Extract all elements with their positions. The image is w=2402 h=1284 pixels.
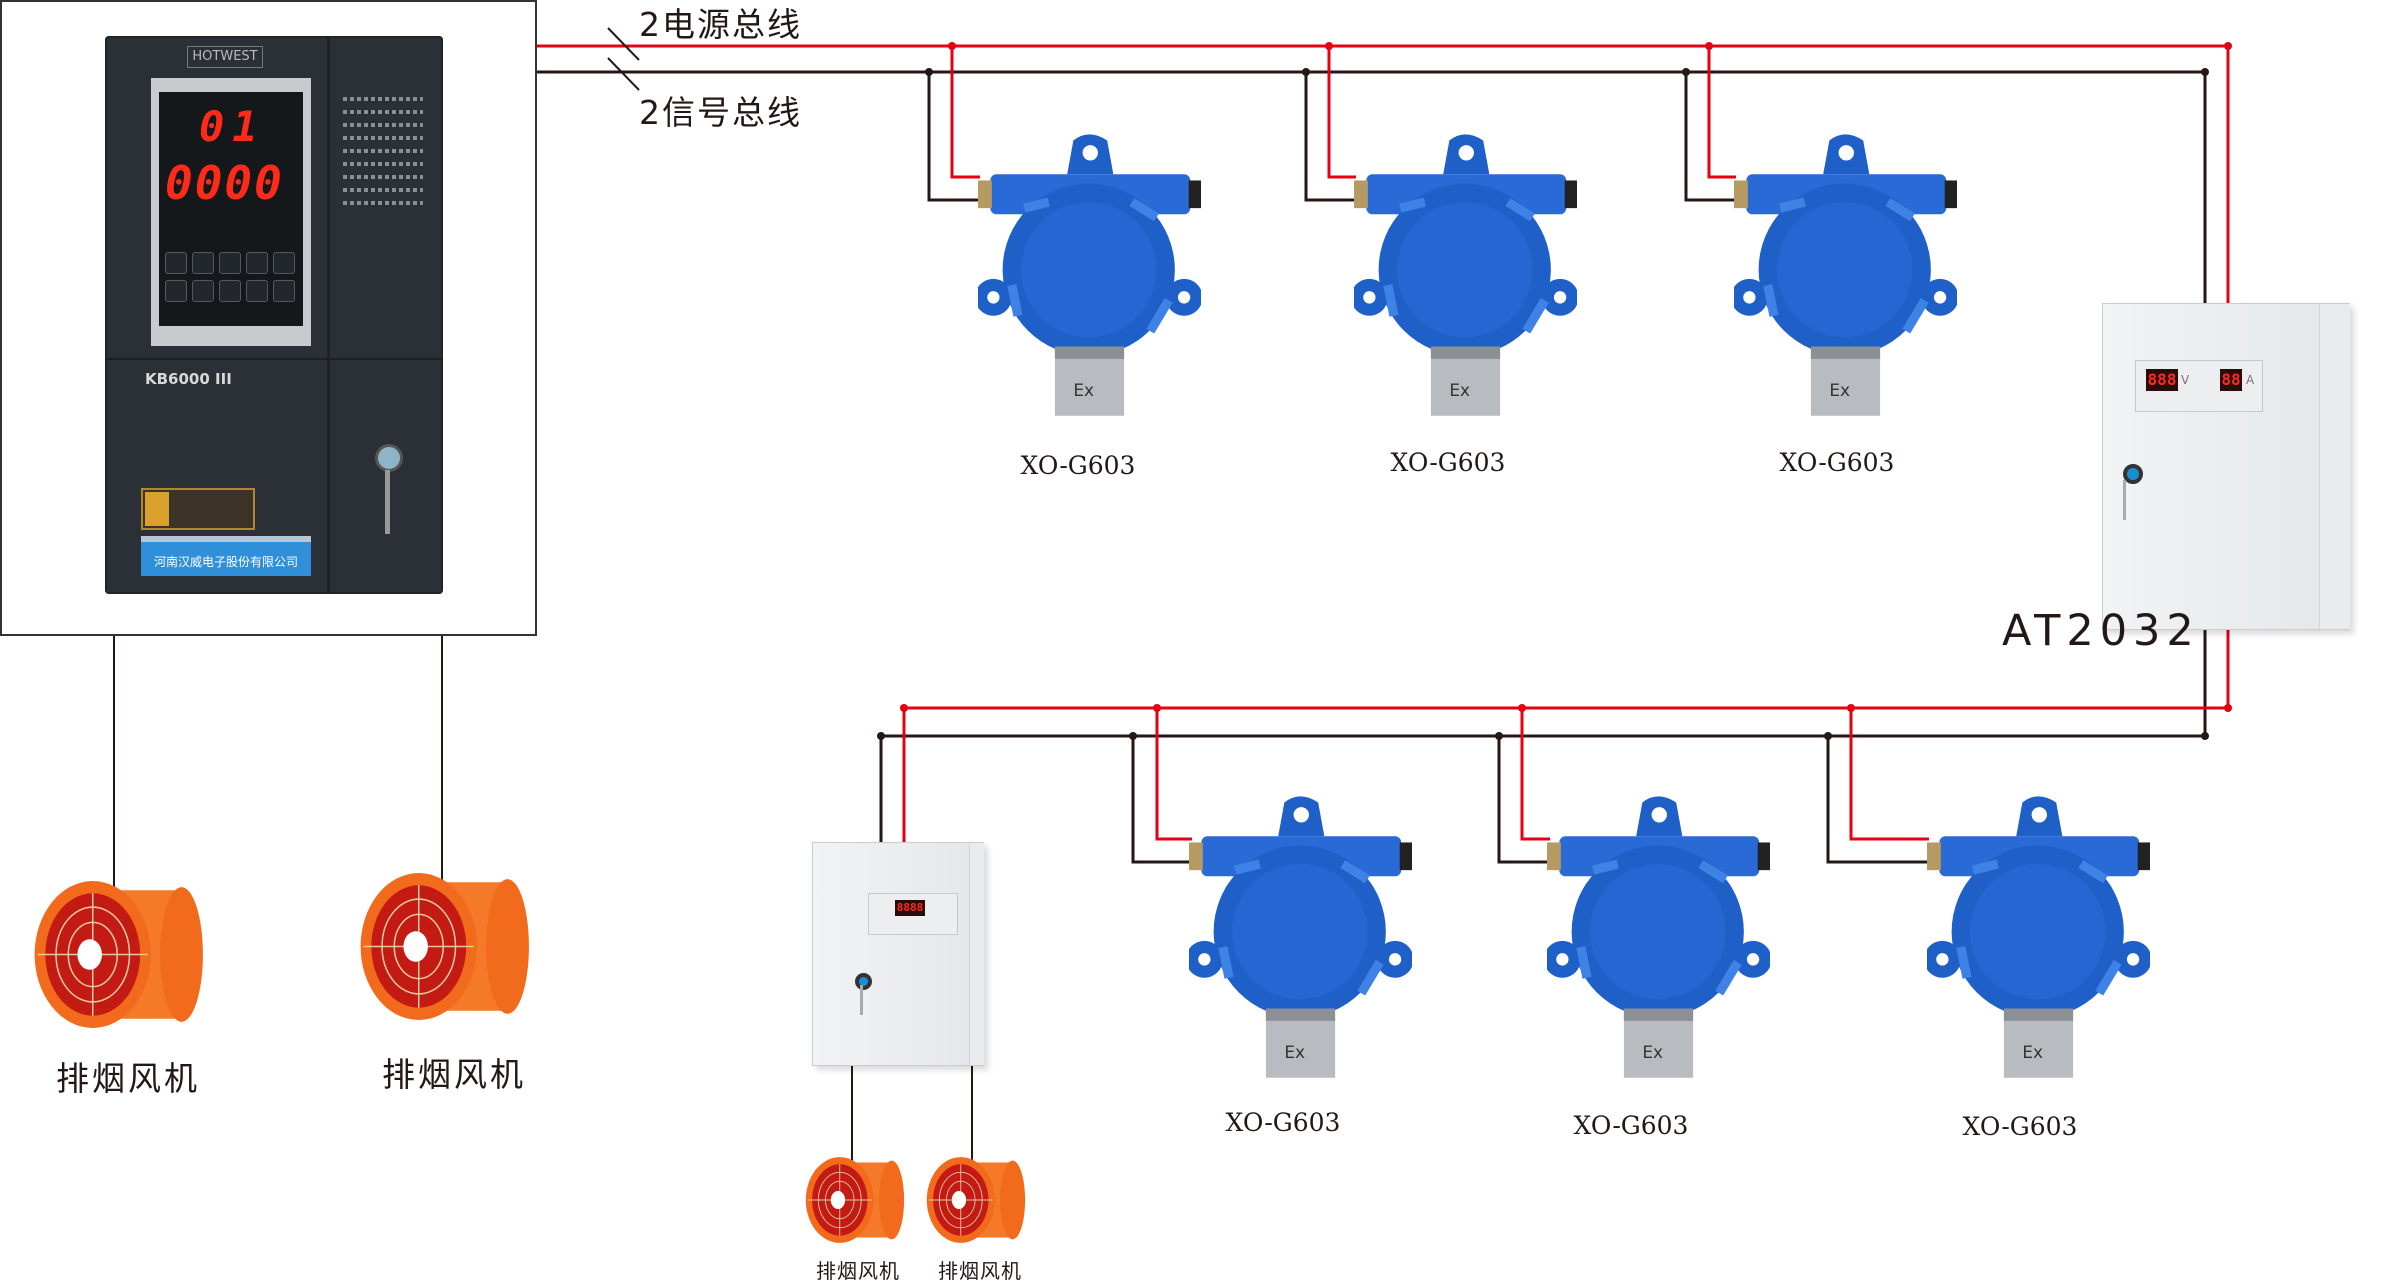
- signal-bus-slash: [607, 57, 640, 91]
- current-display: 88: [2220, 369, 2242, 391]
- detector-model-label: XO-G603: [1020, 451, 1136, 480]
- gas-detector: [975, 134, 1203, 415]
- voltage-display: 888: [2146, 369, 2178, 391]
- display-screen: 01 0000: [159, 92, 303, 326]
- fan-label: 排烟风机: [382, 1055, 526, 1094]
- gas-detector: [1186, 796, 1414, 1077]
- power-bus-label: 2电源总线: [639, 5, 802, 44]
- detector-model-label: XO-G603: [1390, 448, 1506, 477]
- power-bus-slash: [607, 27, 640, 61]
- exhaust-fan: [926, 1156, 1026, 1244]
- box-side: [969, 843, 984, 1065]
- detector-model-label: XO-G603: [1225, 1108, 1341, 1137]
- gas-detector: [1351, 134, 1579, 415]
- brand-logo: HOTWEST: [187, 46, 263, 68]
- key-icon: [2123, 480, 2126, 520]
- gas-detector: [1924, 796, 2152, 1077]
- voltage-unit: V: [2181, 373, 2190, 387]
- detector-model-label: XO-G603: [1573, 1111, 1689, 1140]
- current-unit: A: [2246, 373, 2255, 387]
- box-side: [2319, 304, 2350, 629]
- exhaust-fan: [359, 872, 530, 1021]
- meter-panel: 888 V 88 A: [2135, 360, 2263, 412]
- warning-label: [141, 488, 255, 530]
- value-display: 0000: [165, 156, 284, 210]
- panel-divider: [327, 36, 330, 594]
- channel-display: 01: [199, 102, 266, 151]
- detector-model-label: XO-G603: [1962, 1112, 2078, 1141]
- gas-alarm-controller: HOTWEST 01 0000 KB6000 III 河南汉威电子股份有限公司: [105, 36, 443, 594]
- keypad: [165, 252, 297, 302]
- gas-detector: [1544, 796, 1772, 1077]
- power-supply-box: 888 V 88 A: [2102, 303, 2350, 630]
- controller-frame: [0, 0, 537, 636]
- company-plate: 河南汉威电子股份有限公司: [141, 536, 311, 576]
- meter-panel: 8888: [868, 893, 958, 935]
- key-icon: [860, 985, 863, 1015]
- controller-model: KB6000 III: [145, 370, 232, 388]
- relay-display: 8888: [895, 900, 925, 916]
- lock-icon: [855, 973, 872, 990]
- detector-model-label: XO-G603: [1779, 448, 1895, 477]
- exhaust-fan: [805, 1156, 905, 1244]
- display-panel: 01 0000: [151, 78, 311, 346]
- power-supply-label: AT2032: [2002, 606, 2200, 656]
- door-seam: [105, 358, 443, 360]
- key-icon: [385, 470, 390, 534]
- warning-icon: [145, 492, 169, 526]
- lock-icon: [2123, 464, 2143, 484]
- status-leds: [343, 88, 423, 214]
- relay-control-box: 8888: [812, 842, 984, 1066]
- gas-detector: [1731, 134, 1959, 415]
- fan-label: 排烟风机: [56, 1059, 200, 1098]
- signal-bus-label: 2信号总线: [639, 93, 802, 132]
- exhaust-fan: [33, 880, 204, 1029]
- bottom-detector-drops: [879, 708, 1929, 864]
- top-detector-drops: [927, 46, 1736, 202]
- lock-icon: [375, 444, 403, 472]
